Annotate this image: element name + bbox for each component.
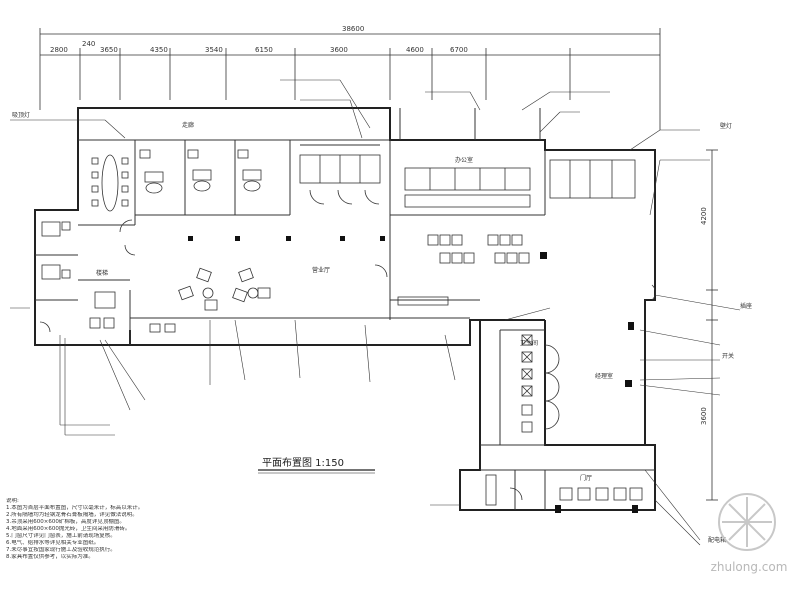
room-label-manager: 经理室 xyxy=(595,372,613,380)
dimension-label: 240 xyxy=(82,40,95,48)
watermark-logo-icon xyxy=(718,493,776,551)
room-label-office: 办公室 xyxy=(455,156,473,164)
right-dimension-lines xyxy=(706,149,718,501)
doors xyxy=(39,189,656,501)
conference-table xyxy=(91,154,129,212)
callout-label: 壁灯 xyxy=(720,122,732,130)
callout-labels: 吸顶灯 壁灯 插座 开关 配电箱 xyxy=(12,111,752,544)
callout-label: 吸顶灯 xyxy=(12,111,30,119)
note-line: 1.本图为首层平面布置图，尺寸以毫米计，标高以米计。 xyxy=(6,505,144,511)
room-label-corridor: 走廊 xyxy=(182,121,194,129)
dimension-label: 6150 xyxy=(255,46,273,54)
room-label-hall: 营业厅 xyxy=(312,266,330,274)
dimension-label: 6700 xyxy=(450,46,468,54)
room-labels: 营业厅 办公室 经理室 门厅 走廊 卫生间 楼梯 xyxy=(96,121,613,482)
room-label-stair: 楼梯 xyxy=(96,269,108,277)
dimension-label: 3600 xyxy=(330,46,348,54)
dimension-label: 4350 xyxy=(150,46,168,54)
washroom-fixtures xyxy=(89,317,533,506)
dimension-label: 2800 xyxy=(50,46,68,54)
top-dimension-lines xyxy=(39,28,661,130)
note-line: 6.电气、给排水等详见相关专业图纸。 xyxy=(6,540,100,546)
left-rooms-furniture xyxy=(41,221,116,309)
callout-label: 开关 xyxy=(722,352,734,360)
office-desks xyxy=(139,149,262,194)
callout-label: 配电箱 xyxy=(708,536,726,544)
structural-columns xyxy=(188,236,638,513)
workstations xyxy=(299,154,636,208)
dimension-label: 3600 xyxy=(700,407,708,425)
watermark-text: zhulong.com xyxy=(710,560,788,574)
note-line: 3.吊顶采用600×600矿棉板，高度详见顶棚图。 xyxy=(6,519,125,525)
drawing-title: 平面布置图 1:150 xyxy=(262,457,344,469)
top-dimension-labels: 2800 240 3650 4350 3540 6150 3600 4600 6… xyxy=(50,40,468,54)
note-line: 2.所有隔墙均为轻钢龙骨石膏板隔墙，详见做法说明。 xyxy=(6,512,138,518)
dimension-label: 4200 xyxy=(700,207,708,225)
dimension-label: 3540 xyxy=(205,46,223,54)
design-notes: 说明: 1.本图为首层平面布置图，尺寸以毫米计，标高以米计。 2.所有隔墙均为轻… xyxy=(6,498,336,561)
callout-leaders xyxy=(10,79,741,546)
note-line: 7.未尽事宜按国家现行施工及验收规范执行。 xyxy=(6,547,116,553)
note-line: 5.门窗尺寸详见门窗表，施工前请现场复核。 xyxy=(6,533,116,539)
room-label-lobby: 门厅 xyxy=(580,474,592,482)
note-line: 4.地面采用600×600抛光砖，卫生间采用防滑砖。 xyxy=(6,526,131,532)
callout-label: 插座 xyxy=(740,302,752,310)
dimension-label: 4600 xyxy=(406,46,424,54)
dimension-label: 3650 xyxy=(100,46,118,54)
lounge-seating xyxy=(178,234,643,501)
overall-dimension: 38600 xyxy=(342,25,364,33)
note-line: 说明: xyxy=(6,498,19,504)
room-label-washroom: 卫生间 xyxy=(520,339,538,347)
exterior-walls xyxy=(34,107,656,511)
interior-partitions xyxy=(35,108,655,510)
note-line: 8.家具布置仅供参考，以实际为准。 xyxy=(6,554,94,560)
